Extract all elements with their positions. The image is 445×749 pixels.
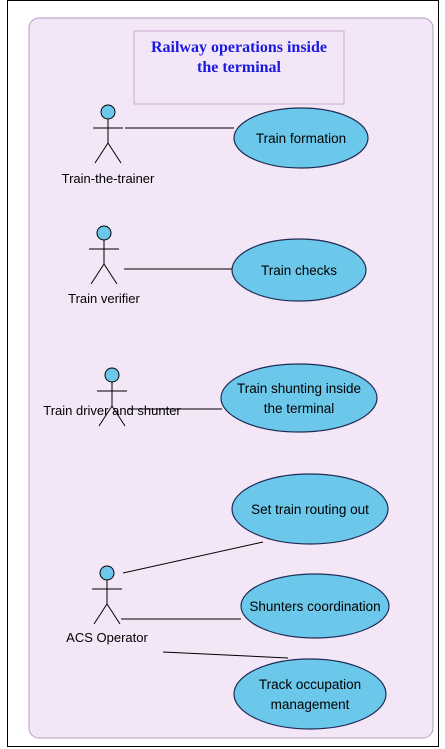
use-case-ellipse <box>231 238 367 302</box>
actor-left-leg <box>93 603 108 625</box>
use-case-label: Train formation <box>256 131 346 146</box>
associations <box>121 127 289 659</box>
use-case-ellipse <box>231 473 389 545</box>
actor-label: Train verifier <box>68 291 140 306</box>
system-title-line-1: Railway operations inside <box>151 39 327 56</box>
use-case-ellipse <box>240 573 390 639</box>
use-case-label: the terminal <box>264 401 335 416</box>
use-case-formation: Train formation <box>233 107 369 169</box>
use-case-diagram: Railway operations inside the terminal T… <box>28 17 434 739</box>
use-case-ellipse <box>220 363 378 433</box>
actor-right-leg <box>107 142 122 164</box>
system-title-box <box>133 30 345 105</box>
actor-right-leg <box>111 405 126 427</box>
actor-right-leg <box>103 263 118 285</box>
use-case-label: Track occupation <box>259 677 361 692</box>
actor-acs: ACS Operator <box>66 565 148 645</box>
diagram-frame: Railway operations inside the terminal T… <box>7 0 439 747</box>
actor-trainer: Train-the-trainer <box>62 104 155 186</box>
actor-left-leg <box>98 405 113 427</box>
use-case-ellipse <box>233 107 369 169</box>
use-case-routing: Set train routing out <box>231 473 389 545</box>
actor-left-leg <box>94 142 109 164</box>
system-title-line-2: the terminal <box>197 59 282 76</box>
use-case-label: Train checks <box>261 263 337 278</box>
use-case-label: Set train routing out <box>251 502 369 517</box>
system-boundary <box>28 17 434 739</box>
actor-head-icon <box>96 225 112 241</box>
use-case-checks: Train checks <box>231 238 367 302</box>
use-case-ellipse <box>233 658 387 730</box>
use-case-coordination: Shunters coordination <box>240 573 390 639</box>
actor-left-leg <box>90 263 105 285</box>
use-case-shunting: Train shunting inside the terminal <box>220 363 378 433</box>
actor-head-icon <box>99 565 115 581</box>
use-case-occupation: Track occupation management <box>233 658 387 730</box>
actor-label: Train driver and shunter <box>43 403 181 418</box>
actor-head-icon <box>100 104 116 120</box>
association-acs-routing <box>122 541 264 574</box>
association-acs-occupation <box>162 651 289 659</box>
use-case-label: Train shunting inside <box>237 381 361 396</box>
use-case-label: Shunters coordination <box>249 599 380 614</box>
actor-driver: Train driver and shunter <box>43 367 181 427</box>
actor-verifier: Train verifier <box>68 225 141 306</box>
actor-label: Train-the-trainer <box>62 171 155 186</box>
actor-head-icon <box>104 367 120 383</box>
actor-label: ACS Operator <box>66 630 148 645</box>
use-case-label: management <box>271 697 350 712</box>
actor-right-leg <box>106 603 121 625</box>
